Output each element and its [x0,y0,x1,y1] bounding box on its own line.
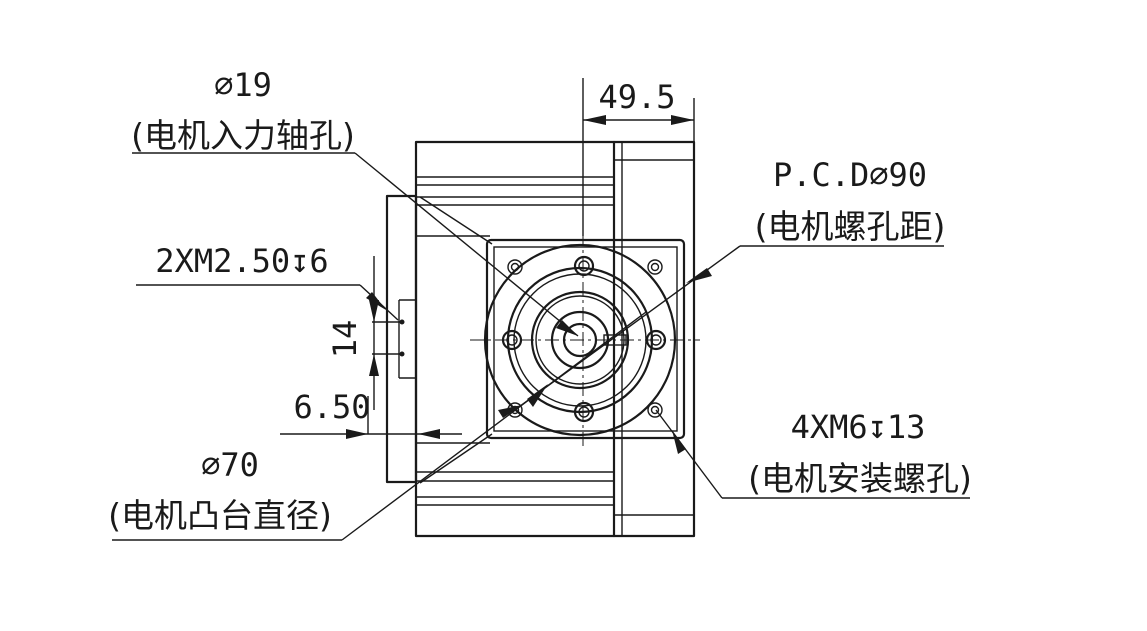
housing-body [414,140,696,538]
input-shaft-label: (电机入力轴孔) [131,116,355,155]
pcd-hole-bottom [573,401,595,423]
leader-input-shaft [132,152,579,337]
mount-thread-text: 4XM6↧13 [791,408,926,446]
pcd-hole-top [573,255,595,277]
corner-hole-tr [647,259,663,275]
boss-label: (电机凸台直径) [108,496,332,535]
dimension-6-50 [280,396,462,439]
leader-mount-thread [655,409,970,499]
dimension-14: 14 [326,256,405,410]
corner-hole-br [647,402,663,418]
dimension-49-5: 49.5 [582,78,695,236]
boss-dia-text: ∅70 [201,446,259,484]
pcd-label: (电机螺孔距) [755,207,946,246]
pcd-value-text: P.C.D∅90 [773,156,927,194]
dim-6-50-text: 6.50 [293,388,370,426]
input-shaft-dia-text: ∅19 [214,66,272,104]
mount-label: (电机安装螺孔) [748,459,972,498]
dim-49-5-text: 49.5 [598,78,675,116]
corner-hole-tl [507,259,523,275]
side-thread-text: 2XM2.50↧6 [155,242,328,280]
centerlines [470,232,700,450]
dim-14-text: 14 [326,320,364,359]
side-boss [385,194,418,484]
leader-boss-dia [112,311,647,541]
leader-side-thread [136,284,399,321]
